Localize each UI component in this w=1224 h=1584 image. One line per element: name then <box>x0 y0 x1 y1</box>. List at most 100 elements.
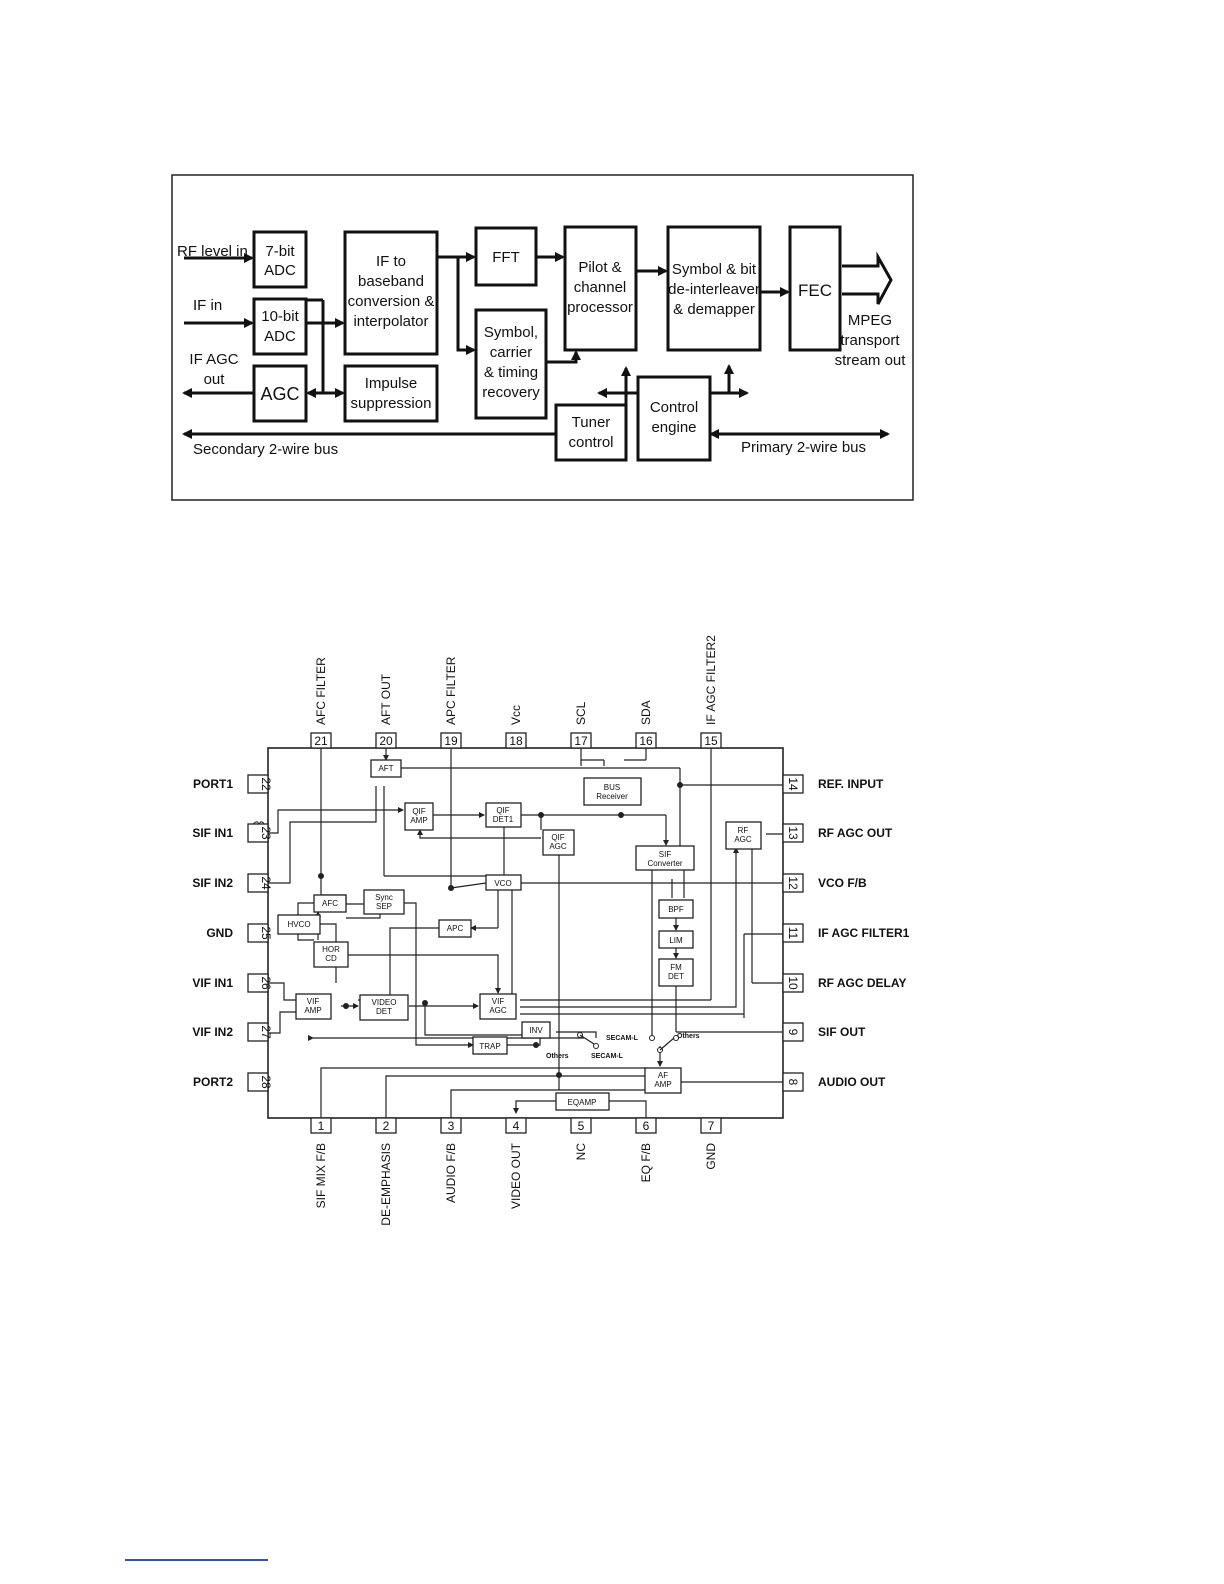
pin-number-25: 25 <box>259 926 273 940</box>
pin-5 <box>570 1117 592 1134</box>
vif-agc-label-1: VIF <box>492 997 505 1006</box>
pin-label-11: IF AGC FILTER1 <box>818 926 910 940</box>
tuner-label-1: Tuner <box>572 414 611 431</box>
fm-det-label-1: FM <box>670 963 682 972</box>
vco-label: VCO <box>494 879 511 888</box>
pin-number-5: 5 <box>578 1119 585 1133</box>
pin-label-20: AFT OUT <box>379 673 393 725</box>
inv-block: INV <box>521 1021 551 1039</box>
agc-label: AGC <box>260 384 299 404</box>
pin-28 <box>247 1072 269 1092</box>
pin-number-19: 19 <box>444 734 458 748</box>
pin-label-18: Vcc <box>509 705 523 725</box>
pin-21 <box>310 732 332 749</box>
lim-label: LIM <box>669 936 683 945</box>
impulse-label-2: suppression <box>351 395 432 412</box>
lim-block: LIM <box>658 930 694 949</box>
vco-block: VCO <box>485 874 522 891</box>
deinterleaver-block: Symbol & bit de-interleaver & demapper <box>666 225 762 352</box>
eqamp-label: EQAMP <box>568 1098 597 1107</box>
inv-label: INV <box>529 1026 543 1035</box>
hand-cursor-icon <box>251 821 268 839</box>
pin-17 <box>570 732 592 749</box>
apc-block: APC <box>438 919 472 938</box>
trap-block: TRAP <box>472 1036 508 1055</box>
pin-13 <box>782 823 804 843</box>
hvco-label: HVCO <box>287 920 310 929</box>
sif-converter-label-1: SIF <box>659 850 672 859</box>
qif-det1-label-1: QIF <box>496 806 509 815</box>
primary-bus-label: Primary 2-wire bus <box>741 439 866 456</box>
pin-2 <box>375 1117 397 1134</box>
pin-label-5: NC <box>574 1143 588 1161</box>
pin-number-21: 21 <box>314 734 328 748</box>
pin-number-10: 10 <box>786 976 800 990</box>
aft-label: AFT <box>378 764 393 773</box>
if-baseband-label-2: baseband <box>358 273 424 290</box>
if-baseband-label-4: interpolator <box>353 313 428 330</box>
trap-label: TRAP <box>479 1042 500 1051</box>
pin-11 <box>782 923 804 943</box>
if-baseband-label-3: conversion & <box>348 293 435 310</box>
symbol-carrier-label-2: carrier <box>490 344 533 361</box>
sync-sep-label-1: Sync <box>375 893 393 902</box>
control-engine-block: Control engine <box>636 375 712 462</box>
pin-number-14: 14 <box>786 777 800 791</box>
sif-converter-label-2: Converter <box>647 859 682 868</box>
af-amp-label-2: AMP <box>654 1080 671 1089</box>
control-engine-label-1: Control <box>650 399 698 416</box>
pin-15 <box>700 732 722 749</box>
pin-label-27: VIF IN2 <box>192 1025 233 1039</box>
if-baseband-label-1: IF to <box>376 253 406 270</box>
adc10-block: 10-bit ADC <box>252 297 308 356</box>
chip-outline <box>267 747 784 1119</box>
pin-label-4: VIDEO OUT <box>509 1142 523 1209</box>
impulse-label-1: Impulse <box>365 375 418 392</box>
pin-26 <box>247 973 269 993</box>
pin-label-2: DE-EMPHASIS <box>379 1143 393 1226</box>
pin-label-1: SIF MIX F/B <box>314 1143 328 1208</box>
pin-3 <box>440 1117 462 1134</box>
pin-10 <box>782 973 804 993</box>
pin-25 <box>247 923 269 943</box>
adc7-label-1: 7-bit <box>265 243 295 260</box>
pin-22 <box>247 774 269 794</box>
hor-cd-label-2: CD <box>325 954 337 963</box>
vif-amp-label-2: AMP <box>304 1006 321 1015</box>
pin-number-6: 6 <box>643 1119 650 1133</box>
fec-block: FEC <box>788 225 842 352</box>
if-in-label: IF in <box>193 297 222 314</box>
bpf-label: BPF <box>668 905 684 914</box>
fft-block: FFT <box>474 226 538 287</box>
control-engine-label-2: engine <box>651 419 696 436</box>
mpeg-label-3: stream out <box>835 352 907 369</box>
pin-number-15: 15 <box>704 734 718 748</box>
impulse-block: Impulse suppression <box>343 364 439 423</box>
pin-24 <box>247 873 269 893</box>
hor-cd-label-1: HOR <box>322 945 340 954</box>
pilot-label-2: channel <box>574 279 627 296</box>
pin-number-20: 20 <box>379 734 393 748</box>
eqamp-block: EQAMP <box>555 1092 610 1111</box>
switch-label-others-2: Others <box>546 1053 569 1060</box>
mpeg-label-1: MPEG <box>848 312 892 329</box>
pin-number-1: 1 <box>318 1119 325 1133</box>
bpf-block: BPF <box>658 899 694 919</box>
bus-receiver-label-2: Receiver <box>596 792 628 801</box>
qif-det1-label-2: DET1 <box>493 815 514 824</box>
pin-label-25: GND <box>206 926 233 940</box>
pin-27 <box>247 1022 269 1042</box>
pin-number-18: 18 <box>509 734 523 748</box>
deinterleaver-label-2: de-interleaver <box>668 281 760 298</box>
pin-12 <box>782 873 804 893</box>
diagram1-frame <box>171 174 914 501</box>
bus-receiver-label-1: BUS <box>604 783 620 792</box>
sync-sep-label-2: SEP <box>376 902 392 911</box>
pilot-label-3: processor <box>567 299 633 316</box>
